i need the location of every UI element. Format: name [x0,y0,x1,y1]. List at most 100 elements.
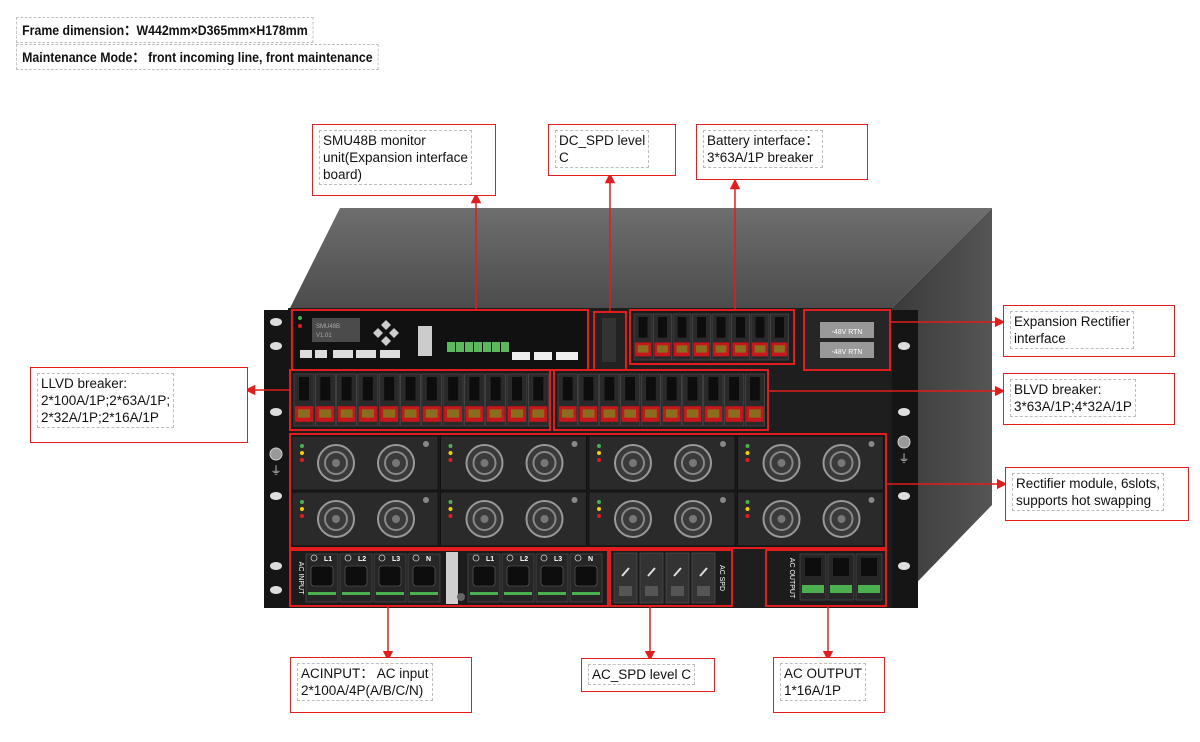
rectifier-module [588,491,736,547]
blvd-breaker [640,373,662,427]
phase-label: L2 [520,556,528,563]
callout-llvd-text: LLVD breaker: 2*100A/1P;2*63A/1P; 2*32A/… [37,373,175,428]
llvd-breaker [442,373,464,427]
phase-label: N [588,556,593,563]
phase-label: L1 [486,556,494,563]
llvd-breaker [485,373,507,427]
ac-input-breaker: N [407,553,441,603]
llvd-breaker [314,373,336,427]
ac-spd-module [665,552,690,604]
callout-dc-spd: DC_SPD level C [548,124,676,176]
ac-output-breaker [855,553,883,601]
ac-input-label: AC INPUT [297,562,304,595]
battery-breaker [731,313,750,361]
callout-expansion-rectifier: Expansion Rectifier interface [1003,305,1175,357]
blvd-breaker [724,373,745,427]
expansion-label-1: -48V RTN [832,329,863,336]
llvd-breaker [506,373,528,427]
frame-dimension-text: Frame dimension：W442mm×D365mm×H178mm [16,17,314,43]
fan-icon [525,444,564,482]
fan-icon [525,500,564,538]
callout-expansion-text: Expansion Rectifier interface [1010,311,1135,349]
ground-symbol-left: ⏚ [271,464,282,477]
fan-icon [762,500,801,538]
ac-input-breaker: L1 [305,553,339,603]
ac-spd-module [691,552,716,604]
callout-rectifier-module: Rectifier module, 6slots, supports hot s… [1005,467,1189,521]
fan-icon [614,444,652,482]
expansion-terminal-1: -48V RTN [820,322,874,338]
blvd-breaker [661,373,682,427]
fan-icon [317,500,355,538]
ground-symbol-right: ⏚ [899,452,910,465]
callout-rectifier-text: Rectifier module, 6slots, supports hot s… [1012,473,1165,511]
blvd-breaker [578,373,599,427]
fan-icon [465,500,504,538]
fan-icon [822,500,861,538]
blvd-breaker [620,373,641,427]
blvd-breaker [744,373,766,427]
rectifier-module [737,435,884,491]
rack-ear-right [892,310,918,608]
fan-icon [465,444,504,482]
blvd-breaker [557,373,578,427]
callout-battery-text: Battery interface： 3*63A/1P breaker [703,130,823,168]
monitor-version-text: V1.01 [316,333,332,339]
llvd-breaker [336,373,357,427]
callout-ac-spd: AC_SPD level C [581,658,715,692]
ac-output-label: AC OUTPUT [788,558,795,599]
callout-ac-input-text: ACINPUT： AC input 2*100A/4P(A/B/C/N) [297,663,433,701]
battery-breaker [692,313,711,361]
monitor-unit: SMU48B V1.01 [291,309,589,371]
rack-ear-left [264,310,290,608]
chassis-top [290,208,992,308]
ac-output-breaker [799,553,827,601]
ac-input-screw [457,593,465,601]
blvd-breaker [682,373,703,427]
rectifier-module [440,491,587,547]
battery-breaker [770,313,789,361]
fan-icon [317,444,355,482]
callout-dc-spd-text: DC_SPD level C [555,130,650,168]
callout-ac-input: ACINPUT： AC input 2*100A/4P(A/B/C/N) [290,657,472,713]
fan-icon [614,500,652,538]
ac-input-breaker: L2 [501,553,535,603]
rectifier-module [737,491,884,547]
ac-spd-module [639,552,664,604]
llvd-breaker [527,373,549,427]
callout-ac-output-text: AC OUTPUT 1*16A/1P [780,663,867,701]
callout-blvd-breaker: BLVD breaker: 3*63A/1P;4*32A/1P [1003,373,1175,425]
battery-breaker [653,313,672,361]
battery-breaker [750,313,770,361]
ac-spd-label: AC SPD [718,565,725,591]
maintenance-mode-text: Maintenance Mode： front incoming line, f… [16,44,379,70]
rectifier-module [291,435,439,491]
expansion-label-2: -48V RTN [832,349,863,356]
callout-blvd-text: BLVD breaker: 3*63A/1P;4*32A/1P [1010,379,1136,417]
ac-input-breaker: N [569,553,603,603]
fan-icon [377,500,415,538]
expansion-rectifier-interface [803,309,891,371]
ac-input-breaker: L1 [467,553,501,603]
battery-breaker [711,313,731,361]
ac-input-separator [446,552,458,604]
dc-spd-module [593,311,627,371]
ac-input-breaker: L2 [339,553,373,603]
callout-smu-text: SMU48B monitor unit(Expansion interface … [319,130,472,185]
blvd-breaker [703,373,724,427]
callout-ac-spd-text: AC_SPD level C [588,664,696,685]
fan-icon [674,444,712,482]
phase-label: L3 [392,556,400,563]
llvd-breaker [400,373,421,427]
phase-label: N [426,556,431,563]
phase-label: L3 [554,556,562,563]
llvd-breaker [421,373,443,427]
fan-icon [762,444,801,482]
ac-input-breaker: L3 [535,553,569,603]
callout-smu-monitor: SMU48B monitor unit(Expansion interface … [312,124,496,196]
callout-ac-output: AC OUTPUT 1*16A/1P [773,657,885,713]
expansion-terminal-2: -48V RTN [820,342,874,358]
navigation-keypad-icon [373,320,399,346]
ac-input-breaker: L3 [373,553,407,603]
